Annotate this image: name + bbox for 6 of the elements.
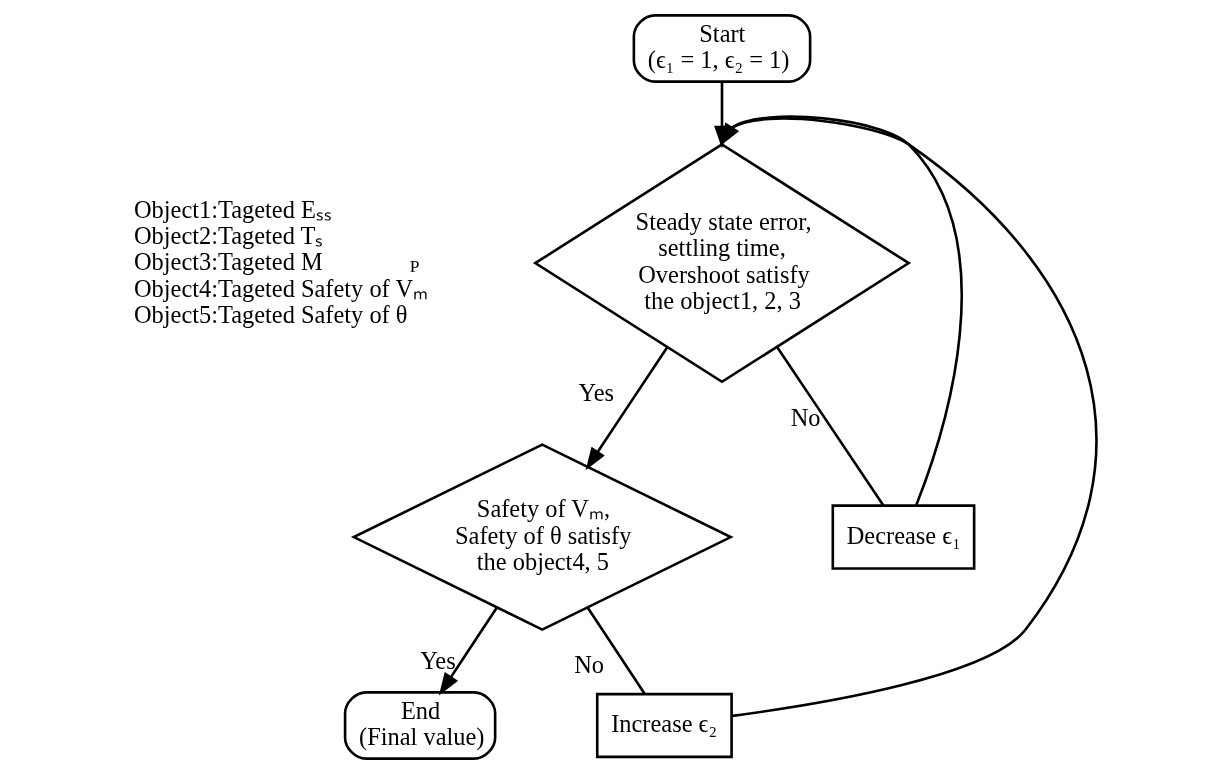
label: Object1:Tageted Eₛₛ: [133, 196, 332, 224]
edge-label: No: [790, 403, 820, 431]
edge-label: Yes: [419, 647, 456, 675]
label: Object2:Tageted Tₛ: [133, 222, 323, 250]
edge-label: No: [573, 650, 604, 678]
label: Object4:Tageted Safety of Vₘ: [133, 274, 428, 302]
